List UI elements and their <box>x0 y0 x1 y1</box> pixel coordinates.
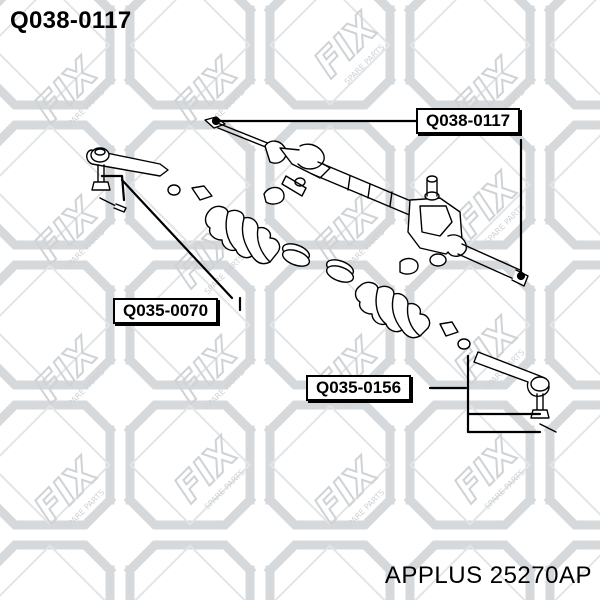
inner-tie-rod-part-label: Q035-0070 <box>113 298 219 324</box>
left-tie-rod-assembly <box>86 147 355 283</box>
brand-part-number: APPLUS 25270AP <box>384 562 592 589</box>
leader-lines <box>100 116 542 434</box>
rack-part-label: Q038-0117 <box>416 108 521 134</box>
steering-rack-housing <box>204 116 529 287</box>
right-tie-rod-assembly <box>354 257 557 433</box>
page-title-part-number: Q038-0117 <box>10 7 132 34</box>
outer-tie-rod-part-label: Q035-0156 <box>306 375 412 401</box>
